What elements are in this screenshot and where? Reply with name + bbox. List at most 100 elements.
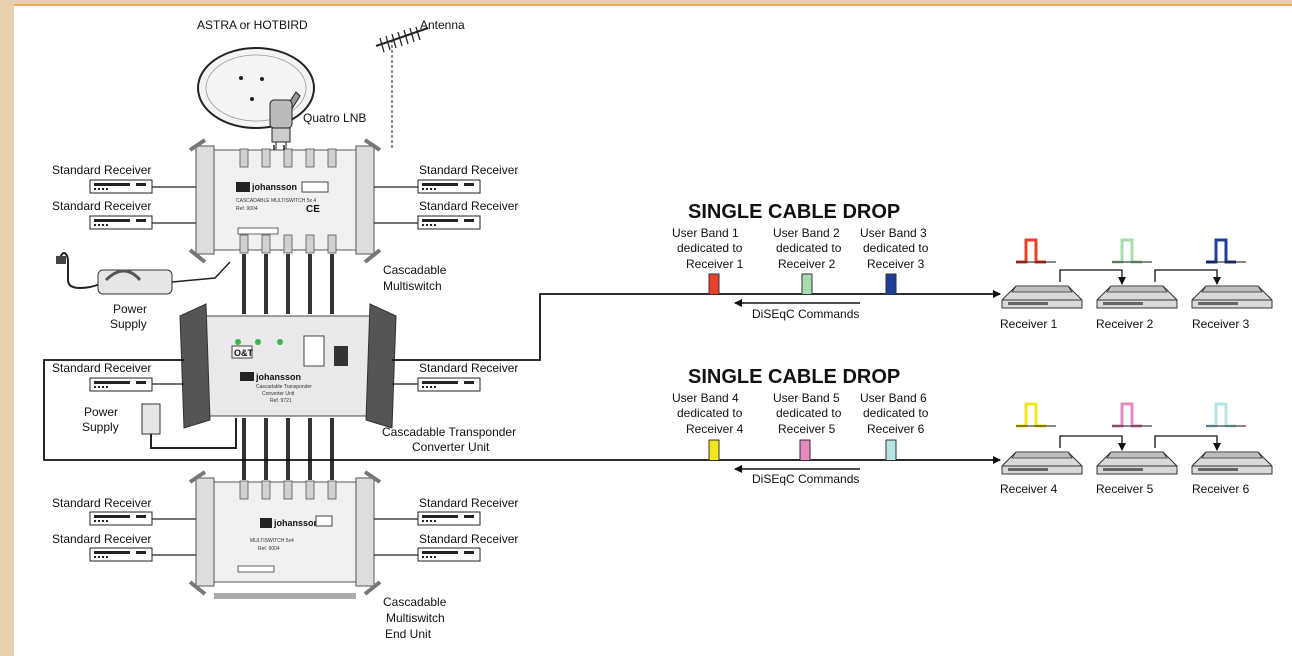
svg-text:Standard Receiver: Standard Receiver (52, 361, 151, 375)
user-band-1-label: User Band 1 dedicated to Receiver 1 (672, 226, 744, 271)
band-signal-1 (708, 273, 720, 294)
svg-text:Ref. 9004: Ref. 9004 (258, 546, 280, 552)
set-top-box-receiver-1 (1001, 285, 1083, 309)
receiver-4-label: Receiver 4 (1000, 482, 1058, 496)
brand-end-unit: johansson (273, 518, 319, 528)
receiver-6-label: Receiver 6 (1192, 482, 1250, 496)
svg-text:dedicated to: dedicated to (776, 406, 842, 420)
diseqc-label-1: DiSEqC Commands (752, 307, 859, 321)
band-signal-3 (885, 273, 897, 294)
band-signal-4 (708, 439, 720, 460)
standard-receiver-top-right-2: Standard Receiver (417, 199, 518, 230)
end-unit-label-3: End Unit (385, 627, 432, 641)
svg-text:Standard Receiver: Standard Receiver (419, 163, 518, 177)
power-supply-2-label-2: Supply (82, 420, 119, 434)
svg-text:Standard Receiver: Standard Receiver (52, 163, 151, 177)
single-cable-drop-2: SINGLE CABLE DROP User Band 4 dedicated … (672, 366, 1273, 496)
brand-top: johansson (251, 182, 297, 192)
drop-title-1: SINGLE CABLE DROP (688, 201, 900, 223)
svg-text:Receiver 1: Receiver 1 (686, 257, 744, 271)
brand-converter: johansson (255, 372, 301, 382)
svg-text:User Band 3: User Band 3 (860, 226, 927, 240)
cascadable-multiswitch: johansson CASCADABLE MULTISWITCH 5x 4 Re… (188, 138, 382, 264)
svg-text:dedicated to: dedicated to (776, 241, 842, 255)
svg-text:Ref. 9004: Ref. 9004 (236, 206, 258, 212)
svg-text:User Band 4: User Band 4 (672, 391, 739, 405)
multiswitch-end-unit: johansson MULTISWITCH 5x4 Ref. 9004 (188, 470, 382, 599)
set-top-box-receiver-3 (1191, 285, 1273, 309)
lnb-label: Quatro LNB (303, 111, 366, 125)
svg-text:Ref. 9721: Ref. 9721 (270, 398, 292, 404)
user-band-2-label: User Band 2 dedicated to Receiver 2 (773, 226, 842, 271)
antenna-label: Antenna (420, 18, 465, 32)
svg-text:User Band 1: User Band 1 (672, 226, 739, 240)
receiver-5-band-marker (1112, 402, 1142, 428)
receiver-5-label: Receiver 5 (1096, 482, 1154, 496)
standard-receiver-middle-left: Standard Receiver (52, 361, 153, 392)
transponder-label-1: Cascadable Transponder (382, 425, 516, 439)
single-cable-drop-1: SINGLE CABLE DROP User Band 1 dedicated … (672, 201, 1273, 331)
svg-text:Standard Receiver: Standard Receiver (419, 361, 518, 375)
standard-receiver-bottom-right-1: Standard Receiver (417, 496, 518, 526)
svg-text:dedicated to: dedicated to (863, 241, 929, 255)
receiver-6-band-marker (1206, 402, 1236, 428)
standard-receiver-bottom-left-2: Standard Receiver (52, 532, 153, 562)
drop-title-2: SINGLE CABLE DROP (688, 366, 900, 388)
cascadable-multiswitch-label-1: Cascadable (383, 263, 447, 277)
standard-receiver-top-left-2: Standard Receiver (52, 199, 153, 230)
svg-text:Receiver 3: Receiver 3 (867, 257, 925, 271)
set-top-box-receiver-5 (1096, 451, 1178, 475)
svg-text:Receiver 2: Receiver 2 (778, 257, 836, 271)
standard-receiver-bottom-left-1: Standard Receiver (52, 496, 153, 526)
standard-receiver-top-left-1: Standard Receiver (52, 163, 153, 194)
svg-text:Receiver 5: Receiver 5 (778, 422, 836, 436)
receiver-3-label: Receiver 3 (1192, 317, 1250, 331)
standard-receiver-middle-right: Standard Receiver (417, 361, 518, 392)
svg-text:CASCADABLE MULTISWITCH 5x 4: CASCADABLE MULTISWITCH 5x 4 (236, 198, 316, 204)
svg-text:Converter Unit: Converter Unit (262, 391, 295, 397)
single-cable-line-bottom (43, 359, 1001, 464)
transponder-converter-unit: O&T johansson Cascadable Transponder Con… (179, 303, 397, 429)
svg-text:User Band 2: User Band 2 (773, 226, 840, 240)
svg-text:Receiver 4: Receiver 4 (686, 422, 744, 436)
diseqc-label-2: DiSEqC Commands (752, 472, 859, 486)
power-supply-label-1: Power (113, 302, 147, 316)
single-cable-line-top (392, 290, 1001, 361)
set-top-box-receiver-6 (1191, 451, 1273, 475)
transponder-label-2: Converter Unit (412, 440, 490, 454)
svg-text:Standard Receiver: Standard Receiver (419, 199, 518, 213)
user-band-4-label: User Band 4 dedicated to Receiver 4 (672, 391, 744, 436)
standard-receiver-top-right-1: Standard Receiver (417, 163, 518, 194)
satellite-label: ASTRA or HOTBIRD (197, 18, 308, 32)
standard-receiver-bottom-right-2: Standard Receiver (417, 532, 518, 562)
power-supply-brick (141, 403, 237, 449)
svg-text:Standard Receiver: Standard Receiver (419, 532, 518, 546)
user-band-3-label: User Band 3 dedicated to Receiver 3 (860, 226, 929, 271)
svg-text:Standard Receiver: Standard Receiver (52, 496, 151, 510)
user-band-5-label: User Band 5 dedicated to Receiver 5 (773, 391, 842, 436)
svg-text:CE: CE (306, 204, 320, 215)
receiver-3-band-marker (1206, 238, 1236, 264)
svg-text:dedicated to: dedicated to (677, 241, 743, 255)
brand-small-label: O&T (234, 348, 254, 358)
power-supply-label-2: Supply (110, 317, 147, 331)
receiver-4-band-marker (1016, 402, 1046, 428)
set-top-box-receiver-2 (1096, 285, 1178, 309)
receiver-2-band-marker (1112, 238, 1142, 264)
band-signal-2 (801, 273, 813, 294)
satellite-dish (197, 47, 315, 150)
svg-text:Standard Receiver: Standard Receiver (52, 532, 151, 546)
power-supply-adapter (56, 252, 231, 295)
svg-text:Standard Receiver: Standard Receiver (419, 496, 518, 510)
power-supply-2-label-1: Power (84, 405, 118, 419)
receiver-1-label: Receiver 1 (1000, 317, 1058, 331)
receiver-2-label: Receiver 2 (1096, 317, 1154, 331)
user-band-6-label: User Band 6 dedicated to Receiver 6 (860, 391, 929, 436)
cascadable-multiswitch-label-2: Multiswitch (383, 279, 442, 293)
svg-text:Standard Receiver: Standard Receiver (52, 199, 151, 213)
svg-text:dedicated to: dedicated to (863, 406, 929, 420)
svg-text:Receiver 6: Receiver 6 (867, 422, 925, 436)
receiver-1-band-marker (1016, 238, 1046, 264)
